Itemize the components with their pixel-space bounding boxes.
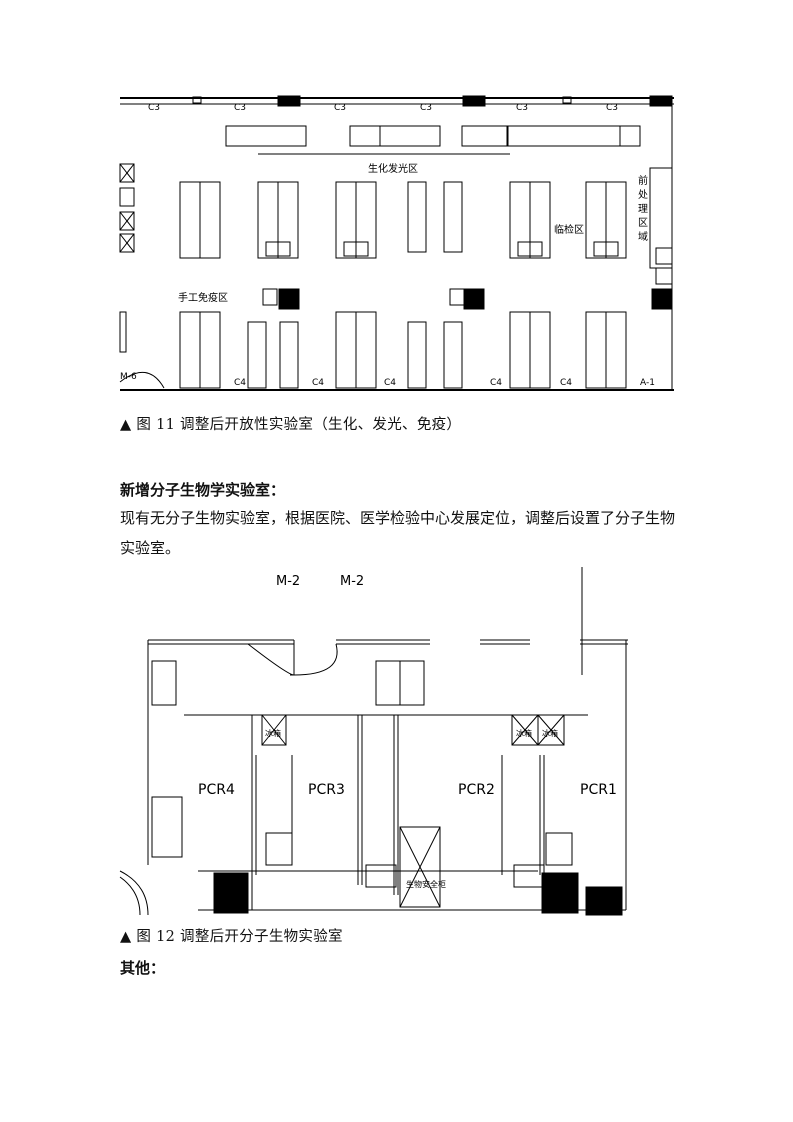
room-label-pcr2: PCR2 [458,782,495,798]
section-paragraph: 现有无分子生物实验室，根据医院、医学检验中心发展定位，调整后设置了分子生物实验室… [120,509,676,557]
figure-11-caption: ▲ 图 11 调整后开放性实验室（生化、发光、免疫） [120,417,462,433]
floor-plan-figure-11: C3 C3 C3 C3 C3 C3 生化发光区 临检区 手工免疫区 前 处 理 … [119,95,674,391]
zone-manual-label: 手工免疫区 [178,291,228,304]
plan-label-c4: C4 [312,378,324,388]
door-label-m2: M-2 [340,574,364,589]
figure-12-caption: ▲ 图 12 调整后开分子生物实验室 [120,929,343,945]
floor-plan-figure-12: M-2 M-2 PCR4 PCR3 PCR2 PCR1 冰箱 冰箱 冰箱 生物安… [119,567,628,916]
door-label: M-6 [120,372,137,382]
fridge-label: 冰箱 [265,728,281,738]
plan-label-c3: C3 [606,103,618,113]
zone-biochem-label: 生化发光区 [368,162,418,175]
plan-label-c3: C3 [334,103,346,113]
cabinet-label: 生物安全柜 [406,879,446,889]
room-label-pcr4: PCR4 [198,782,235,798]
door-label: A-1 [640,378,655,388]
zone-pre-label: 处 [638,189,648,201]
plan-label-c4: C4 [560,378,572,388]
room-label-pcr3: PCR3 [308,782,345,798]
fridge-label: 冰箱 [516,728,532,738]
room-label-pcr1: PCR1 [580,782,617,798]
fridge-label: 冰箱 [542,728,558,738]
plan-label-c3: C3 [420,103,432,113]
section-heading: 新增分子生物学实验室： [120,481,286,499]
zone-clinical-label: 临检区 [554,223,584,236]
other-heading: 其他： [120,959,166,977]
plan-label-c3: C3 [516,103,528,113]
zone-pre-label: 前 [638,174,648,187]
zone-pre-label: 区 [638,217,648,229]
plan-label-c4: C4 [234,378,246,388]
plan-label-c3: C3 [148,103,160,113]
plan-label-c3: C3 [234,103,246,113]
zone-pre-label: 理 [638,203,648,215]
plan-label-c4: C4 [384,378,396,388]
zone-pre-label: 域 [638,230,648,243]
plan-label-c4: C4 [490,378,502,388]
door-label-m2: M-2 [276,574,300,589]
